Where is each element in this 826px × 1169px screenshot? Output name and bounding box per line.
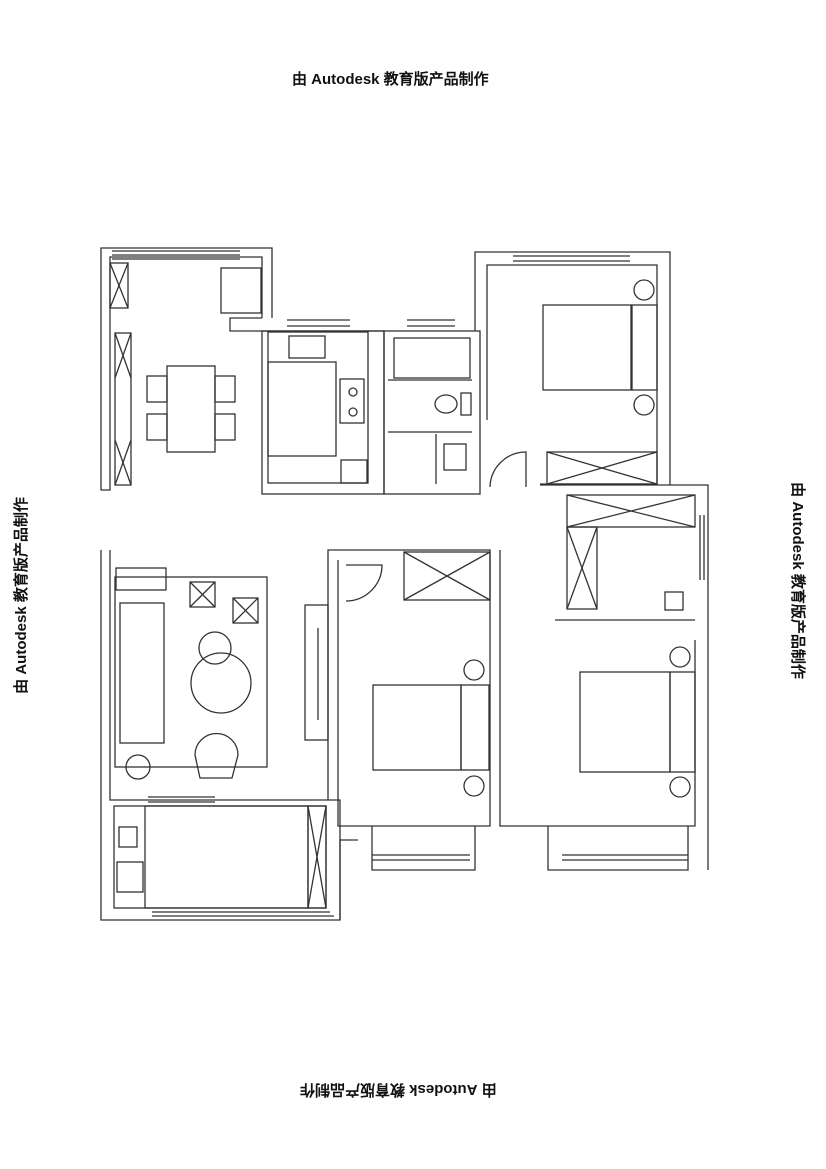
bedroom-bottom-right bbox=[499, 550, 696, 871]
dining-area bbox=[100, 247, 384, 491]
bathroom bbox=[383, 319, 481, 495]
watermark-top: 由 Autodesk 教育版产品制作 bbox=[292, 71, 489, 88]
bedroom-bottom-middle bbox=[327, 549, 491, 871]
kitchen bbox=[261, 319, 385, 495]
bedroom-top-right bbox=[474, 251, 671, 488]
walk-in-closet bbox=[540, 484, 709, 870]
living-room bbox=[100, 550, 341, 921]
balcony bbox=[113, 796, 358, 920]
